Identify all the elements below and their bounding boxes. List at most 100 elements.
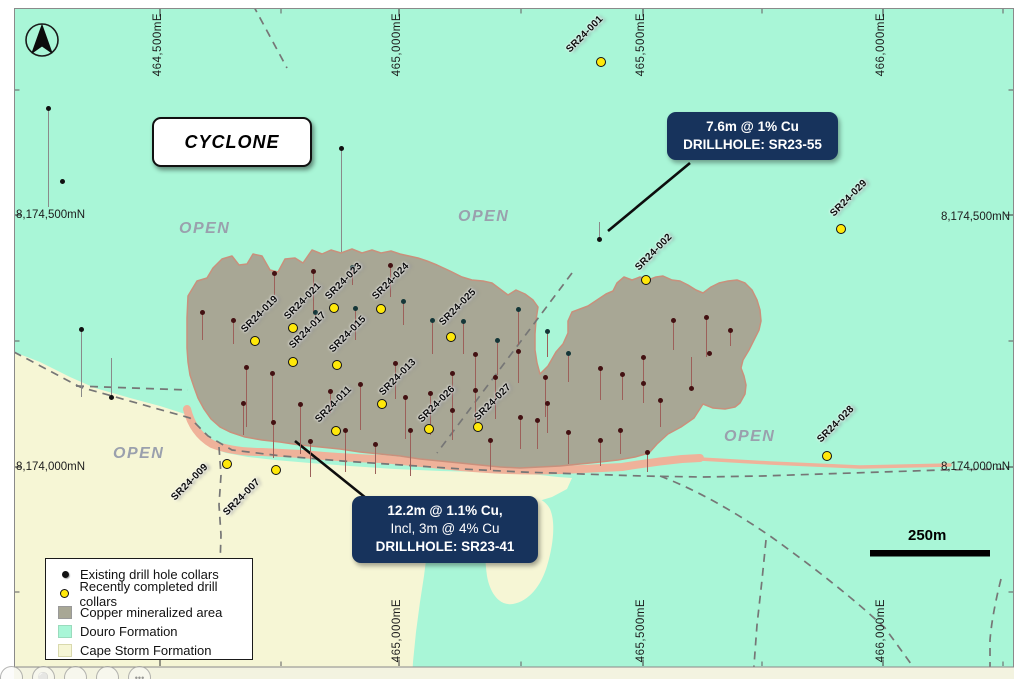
- existing-drill-collar: [271, 270, 277, 276]
- drill-trace: [517, 353, 519, 383]
- fault-line: [218, 446, 222, 614]
- drill-trace: [546, 405, 548, 433]
- more-icon[interactable]: •••: [128, 666, 151, 679]
- drill-trace: [517, 311, 519, 345]
- callout-leader-line: [607, 161, 691, 233]
- map-title-box: CYCLONE: [152, 117, 312, 167]
- legend-label: Copper mineralized area: [80, 605, 223, 620]
- drill-trace: [429, 395, 431, 435]
- grid-easting-label: 465,500mE: [635, 598, 647, 662]
- legend-label: Cape Storm Formation: [80, 643, 212, 658]
- existing-drill-collar: [307, 438, 313, 444]
- drill-trace: [462, 323, 464, 354]
- recent-drill-collar: [288, 323, 299, 334]
- existing-drill-collar: [596, 236, 602, 242]
- grid-easting-label: 466,000mE: [875, 13, 887, 77]
- existing-drill-collar: [349, 264, 355, 270]
- existing-drill-collar: [342, 427, 348, 433]
- drill-trace: [80, 331, 82, 397]
- drill-trace: [409, 432, 411, 476]
- open-area-label: OPEN: [179, 220, 231, 237]
- drill-trace: [494, 379, 496, 419]
- drill-trace: [329, 393, 331, 413]
- grid-northing-label: 8,174,000mN: [940, 461, 1010, 473]
- existing-drill-collar: [544, 328, 550, 334]
- fault-line: [989, 578, 1002, 667]
- existing-drill-collar: [372, 441, 378, 447]
- recent-drill-collar: [377, 399, 388, 410]
- drill-trace: [232, 322, 234, 344]
- grid-easting-label: 466,000mE: [875, 598, 887, 662]
- legend-symbol-sq-mint: [58, 625, 72, 638]
- drill-trace: [642, 359, 644, 386]
- drill-trace: [394, 365, 396, 399]
- drill-trace: [599, 442, 601, 466]
- drill-trace: [431, 322, 433, 354]
- drill-trace: [474, 356, 476, 392]
- existing-drill-collar: [400, 298, 406, 304]
- recent-drill-collar: [596, 57, 607, 68]
- drill-trace: [729, 332, 731, 346]
- print-icon[interactable]: [64, 666, 87, 679]
- drill-trace: [619, 432, 621, 454]
- recent-drill-collar: [836, 224, 847, 235]
- existing-drill-collar: [727, 327, 733, 333]
- existing-drill-collar: [460, 318, 466, 324]
- drill-trace: [389, 267, 391, 297]
- camera-icon[interactable]: [96, 666, 119, 679]
- existing-drill-collar: [387, 262, 393, 268]
- legend-label: Recently completed drill collars: [79, 578, 218, 609]
- existing-drill-collar: [270, 419, 276, 425]
- existing-drill-collar: [392, 360, 398, 366]
- existing-drill-collar: [45, 105, 51, 111]
- existing-drill-collar: [640, 380, 646, 386]
- existing-drill-collar: [542, 374, 548, 380]
- grid-easting-label: 465,000mE: [391, 13, 403, 77]
- legend-item: Copper mineralized area: [58, 603, 252, 622]
- legend-label: Existing drill hole collars: [80, 567, 219, 582]
- recent-drill-collar: [332, 360, 343, 371]
- open-area-label: OPEN: [113, 445, 165, 462]
- existing-drill-collar: [640, 354, 646, 360]
- recent-drill-collar: [446, 332, 457, 343]
- map-title: CYCLONE: [184, 131, 280, 152]
- callout-sr23-41: 12.2m @ 1.1% Cu, Incl, 3m @ 4% Cu DRILLH…: [352, 496, 538, 563]
- viewer-toolbar[interactable]: ⚪ •••: [0, 664, 220, 679]
- drill-trace: [672, 322, 674, 350]
- callout-drillhole: DRILLHOLE: SR23-55: [683, 137, 822, 153]
- recent-drill-collar: [473, 422, 484, 433]
- existing-drill-collar: [449, 370, 455, 376]
- legend-symbol-sq-gray: [58, 606, 72, 619]
- existing-drill-collar: [59, 178, 65, 184]
- drill-trace: [474, 392, 476, 428]
- drill-trace: [519, 419, 521, 449]
- fault-line: [436, 272, 573, 454]
- zoom-icon[interactable]: ⚪: [32, 666, 55, 679]
- drill-trace: [309, 443, 311, 477]
- callout-sr23-55: 7.6m @ 1% Cu DRILLHOLE: SR23-55: [667, 112, 838, 161]
- existing-drill-collar: [492, 374, 498, 380]
- existing-drill-collar: [657, 397, 663, 403]
- drill-trace: [646, 454, 648, 472]
- legend-label: Douro Formation: [80, 624, 178, 639]
- drill-trace: [599, 370, 601, 400]
- existing-drill-collar: [78, 326, 84, 332]
- pan-icon[interactable]: [0, 666, 23, 679]
- existing-drill-collar: [402, 394, 408, 400]
- map-frame: [14, 8, 1014, 668]
- legend-symbol-dot-black: [61, 571, 69, 578]
- callout-included-grade: Incl, 3m @ 4% Cu: [390, 521, 500, 537]
- existing-drill-collar: [706, 350, 712, 356]
- drill-trace: [451, 375, 453, 412]
- existing-drill-collar: [517, 414, 523, 420]
- drill-trace: [598, 222, 600, 237]
- existing-drill-collar: [494, 337, 500, 343]
- existing-drill-collar: [312, 309, 318, 315]
- grid-easting-label: 464,500mE: [152, 13, 164, 77]
- grid-easting-label: 465,000mE: [391, 598, 403, 662]
- existing-drill-collar: [327, 388, 333, 394]
- drill-trace: [344, 432, 346, 472]
- recent-drill-collar: [641, 275, 652, 286]
- recent-drill-collar: [822, 451, 833, 462]
- callout-grade: 7.6m @ 1% Cu: [706, 119, 799, 134]
